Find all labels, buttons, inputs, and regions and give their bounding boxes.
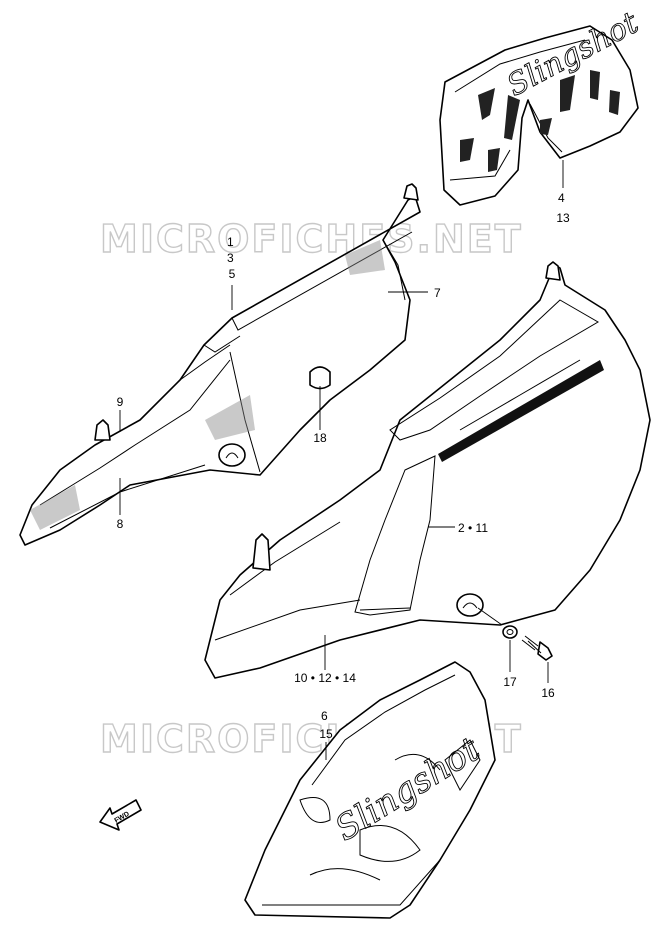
callout-17: 17	[503, 675, 517, 689]
callout-10-12-14: 10 • 12 • 14	[294, 671, 356, 685]
callout-9: 9	[117, 395, 124, 409]
right-frame-cover	[204, 261, 651, 679]
callout-6-15: 6 15	[319, 709, 333, 741]
callout-18: 18	[313, 431, 327, 445]
callout-8: 8	[117, 517, 124, 531]
callout-16: 16	[541, 686, 555, 700]
forward-arrow: FWD	[99, 799, 142, 831]
screw	[521, 635, 553, 661]
washer	[502, 625, 518, 639]
side-emblem-decal: Slingshot	[244, 661, 496, 919]
callout-1-3-5: 1 3 5	[227, 235, 237, 281]
callout-7: 7	[434, 286, 441, 300]
callout-labels: 1 3 5 7 9 8 18 4 13 2 • 11 10 • 12 • 14 …	[117, 191, 570, 741]
callout-2-11: 2 • 11	[458, 521, 488, 535]
callout-4-13: 4 13	[556, 191, 570, 225]
rear-decal: Slingshot	[439, 5, 645, 206]
leader-lines	[119, 160, 564, 760]
watermark-top: MICROFICHES.NET	[100, 217, 523, 261]
